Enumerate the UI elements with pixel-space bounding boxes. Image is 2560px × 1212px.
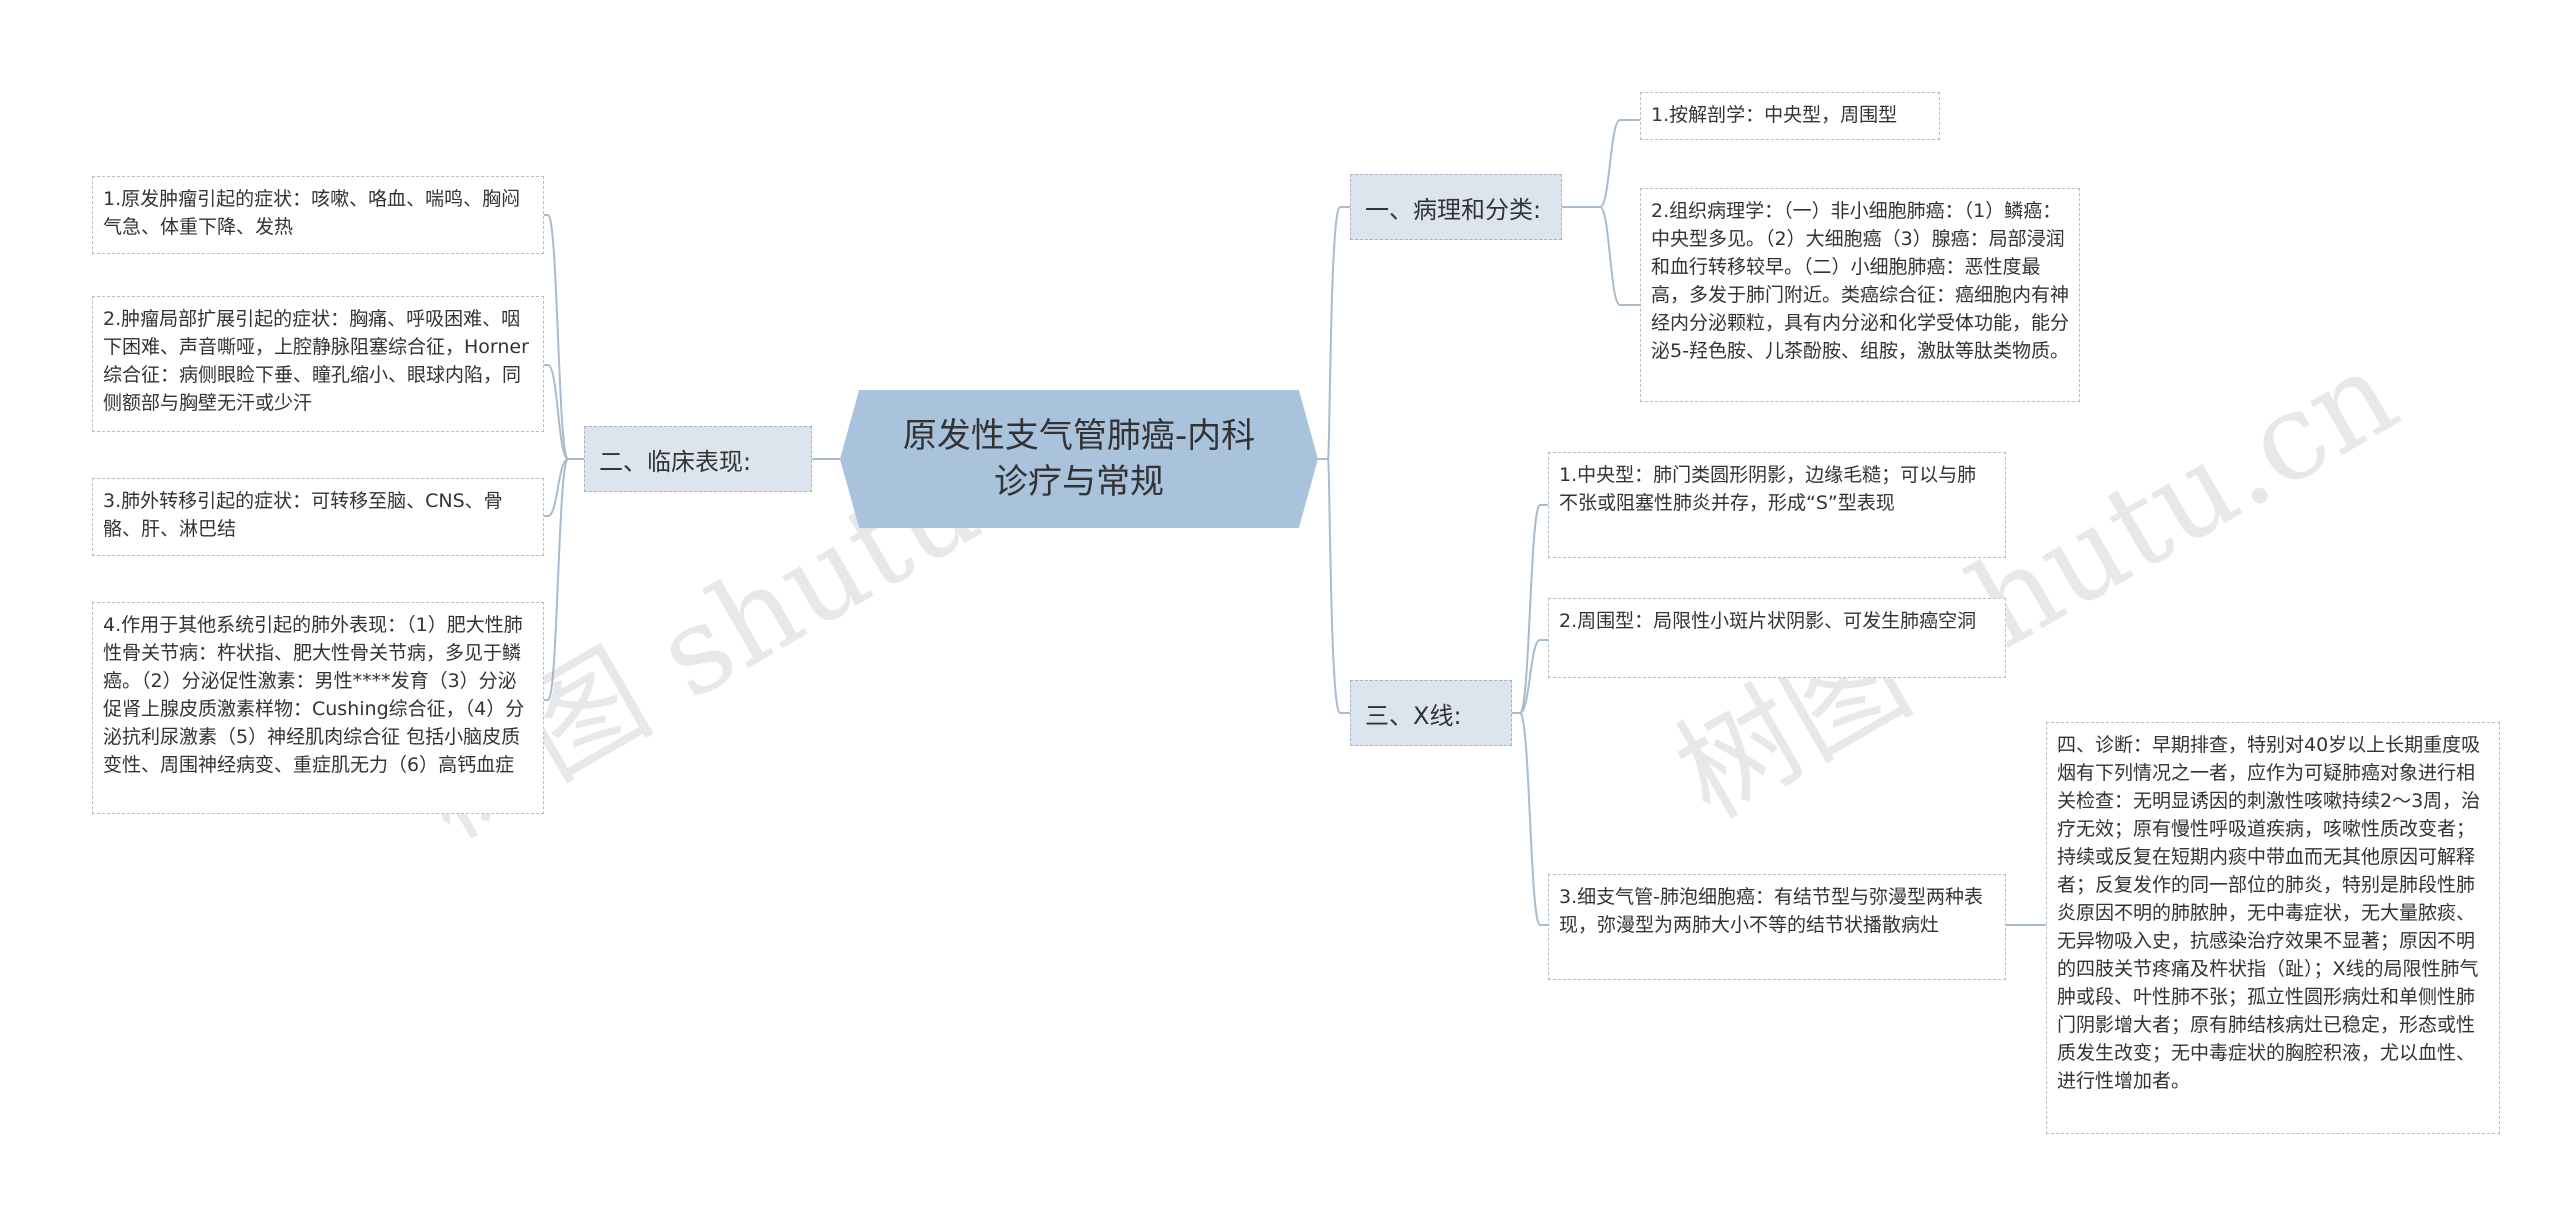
branch-xray[interactable]: 三、X线: (1350, 680, 1512, 746)
leaf-local-extension-symptoms[interactable]: 2.肿瘤局部扩展引起的症状：胸痛、呼吸困难、咽下困难、声音嘶哑，上腔静脉阻塞综合… (92, 296, 544, 432)
leaf-diagnosis[interactable]: 四、诊断：早期排查，特别对40岁以上长期重度吸烟有下列情况之一者，应作为可疑肺癌… (2046, 722, 2500, 1134)
link-b1-l1 (1562, 119, 1640, 208)
leaf-primary-tumor-symptoms[interactable]: 1.原发肿瘤引起的症状：咳嗽、咯血、喘鸣、胸闷气急、体重下降、发热 (92, 176, 544, 254)
branch-clinical-manifestations[interactable]: 二、临床表现: (584, 426, 812, 492)
central-topic[interactable]: 原发性支气管肺癌-内科诊疗与常规 (840, 390, 1318, 528)
leaf-central-type[interactable]: 1.中央型：肺门类圆形阴影，边缘毛糙；可以与肺不张或阻塞性肺炎并存，形成“S”型… (1548, 452, 2006, 558)
branch-label: 三、X线: (1365, 701, 1462, 730)
leaf-histopathology[interactable]: 2.组织病理学：（一）非小细胞肺癌：（1）鳞癌：中央型多见。（2）大细胞癌（3）… (1640, 188, 2080, 402)
link-b3-l9 (1512, 712, 1548, 926)
link-b2-l4 (544, 364, 584, 460)
branch-label: 一、病理和分类: (1365, 195, 1542, 224)
link-b2-l3 (544, 214, 584, 460)
branch-label: 二、临床表现: (599, 447, 752, 476)
central-topic-label: 原发性支气管肺癌-内科诊疗与常规 (902, 416, 1256, 502)
link-b3-l7 (1512, 504, 1548, 714)
link-center-b1 (1318, 206, 1350, 460)
link-center-b3 (1318, 458, 1350, 714)
branch-pathology-classification[interactable]: 一、病理和分类: (1350, 174, 1562, 240)
leaf-metastasis-symptoms[interactable]: 3.肺外转移引起的症状：可转移至脑、CNS、骨骼、肝、淋巴结 (92, 478, 544, 556)
leaf-extrapulmonary-manifestations[interactable]: 4.作用于其他系统引起的肺外表现：（1）肥大性肺性骨关节病：杵状指、肥大性骨关节… (92, 602, 544, 814)
link-b2-l6 (544, 458, 584, 701)
link-b3-l8 (1512, 639, 1548, 714)
leaf-anatomy[interactable]: 1.按解剖学：中央型，周围型 (1640, 92, 1940, 140)
leaf-bronchioloalveolar[interactable]: 3.细支气管-肺泡细胞癌：有结节型与弥漫型两种表现，弥漫型为两肺大小不等的结节状… (1548, 874, 2006, 980)
link-b1-l2 (1562, 206, 1640, 306)
leaf-peripheral-type[interactable]: 2.周围型：局限性小斑片状阴影、可发生肺癌空洞 (1548, 598, 2006, 678)
link-b2-l5 (544, 458, 584, 517)
